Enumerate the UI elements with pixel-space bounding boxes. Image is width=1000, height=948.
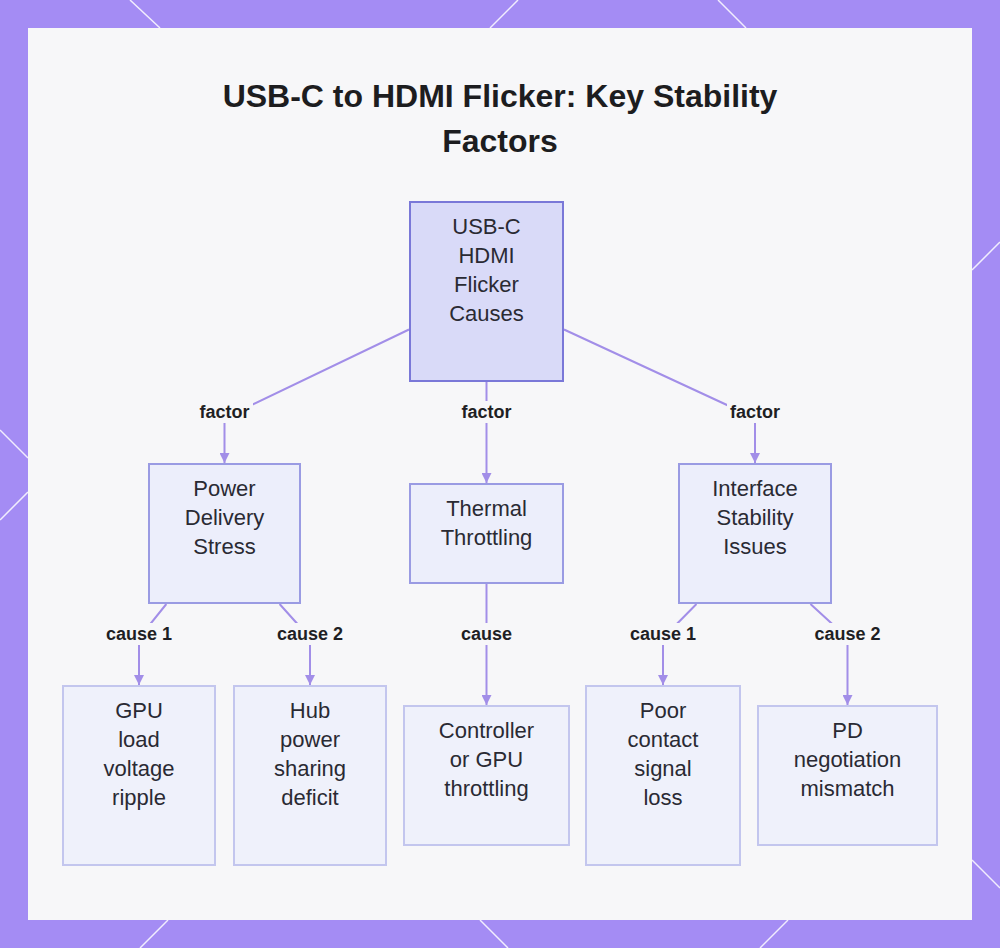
box-text: GPU load voltage ripple [92, 696, 186, 812]
connector-arrow [564, 330, 755, 463]
box-text: Controller or GPU throttling [433, 716, 540, 803]
edge-label: cause 1 [103, 623, 175, 645]
connector-arrow [810, 604, 847, 705]
edge-label: factor [196, 401, 252, 423]
cause-box: PD negotiation mismatch [757, 705, 938, 846]
cause-box: Poor contact signal loss [585, 685, 741, 866]
box-text: PD negotiation mismatch [787, 716, 908, 803]
box-text: Interface Stability Issues [708, 474, 802, 561]
box-text: Poor contact signal loss [615, 696, 711, 812]
box-text: Hub power sharing deficit [263, 696, 357, 812]
factor-box: Interface Stability Issues [678, 463, 832, 604]
root-box: USB-C HDMI Flicker Causes [409, 201, 564, 382]
diagram-title: USB-C to HDMI Flicker: Key Stability Fac… [170, 74, 830, 164]
edge-label: cause 2 [811, 623, 883, 645]
box-text: Thermal Throttling [439, 494, 534, 552]
edge-label: factor [727, 401, 783, 423]
cause-box: Hub power sharing deficit [233, 685, 387, 866]
edge-label: cause 2 [274, 623, 346, 645]
connector-arrow [486, 382, 488, 483]
box-text: USB-C HDMI Flicker Causes [439, 212, 534, 328]
connector-arrow [225, 330, 410, 463]
cause-box: GPU load voltage ripple [62, 685, 216, 866]
edge-label: factor [458, 401, 514, 423]
edge-label: cause [458, 623, 515, 645]
edge-label: cause 1 [627, 623, 699, 645]
box-text: Power Delivery Stress [178, 474, 271, 561]
cause-box: Controller or GPU throttling [403, 705, 570, 846]
factor-box: Thermal Throttling [409, 483, 564, 584]
factor-box: Power Delivery Stress [148, 463, 301, 604]
